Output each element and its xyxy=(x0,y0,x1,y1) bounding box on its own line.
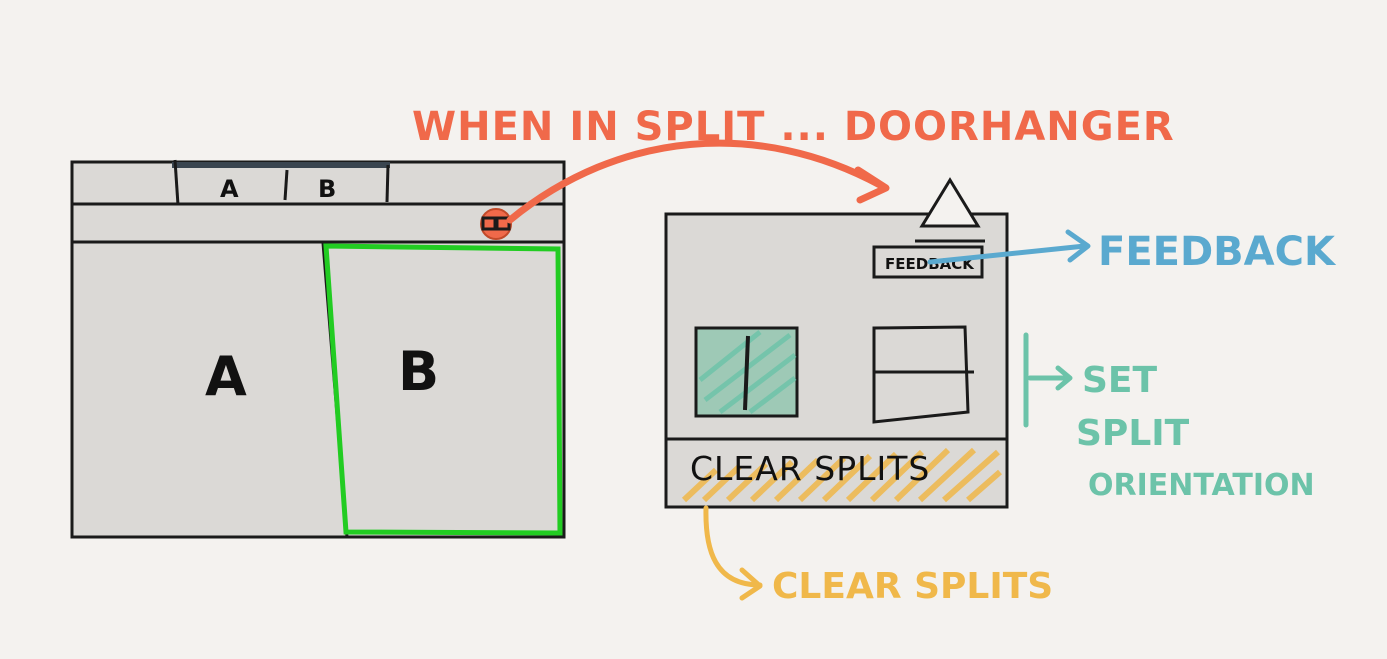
pane-a-label: A xyxy=(205,345,247,408)
pane-b-label: B xyxy=(398,340,439,403)
feedback-annotation: FEEDBACK xyxy=(927,229,1337,275)
callout-arrow xyxy=(506,139,884,224)
orientation-label-line3: ORIENTATION xyxy=(1088,468,1315,503)
pane-b-highlight xyxy=(323,243,563,536)
orientation-label-line2: SPLIT xyxy=(1076,413,1190,454)
browser-window: A B A B xyxy=(70,159,566,539)
arrow-right-icon xyxy=(1065,229,1091,263)
split-button[interactable] xyxy=(480,208,512,240)
arrow-right-icon xyxy=(739,567,763,601)
clear-splits-label: CLEAR SPLITS xyxy=(690,449,930,488)
clear-annotation-label: CLEAR SPLITS xyxy=(772,566,1053,607)
doorhanger-panel: FEEDBACK xyxy=(664,177,1009,509)
arrow-right-icon xyxy=(1055,365,1073,391)
doorhanger-anchor-icon xyxy=(919,177,981,228)
callout-arrowhead xyxy=(854,166,890,204)
vertical-split-option[interactable] xyxy=(694,326,799,418)
split-icon xyxy=(481,216,497,231)
vertical-split-icon xyxy=(743,335,750,411)
horizontal-split-option[interactable] xyxy=(872,325,974,424)
feedback-annotation-label: FEEDBACK xyxy=(1098,229,1337,275)
sketch-title: WHEN IN SPLIT ... DOORHANGER xyxy=(412,104,1175,150)
orientation-annotation: SET SPLIT ORIENTATION xyxy=(1023,332,1315,503)
tab-a[interactable]: A xyxy=(220,175,239,203)
clear-splits-button[interactable]: CLEAR SPLITS xyxy=(681,447,1002,503)
tab-b[interactable]: B xyxy=(318,175,336,203)
clear-annotation: CLEAR SPLITS xyxy=(703,505,1053,607)
tab-bar: A B xyxy=(172,159,390,206)
orientation-label-line1: SET xyxy=(1082,360,1158,401)
